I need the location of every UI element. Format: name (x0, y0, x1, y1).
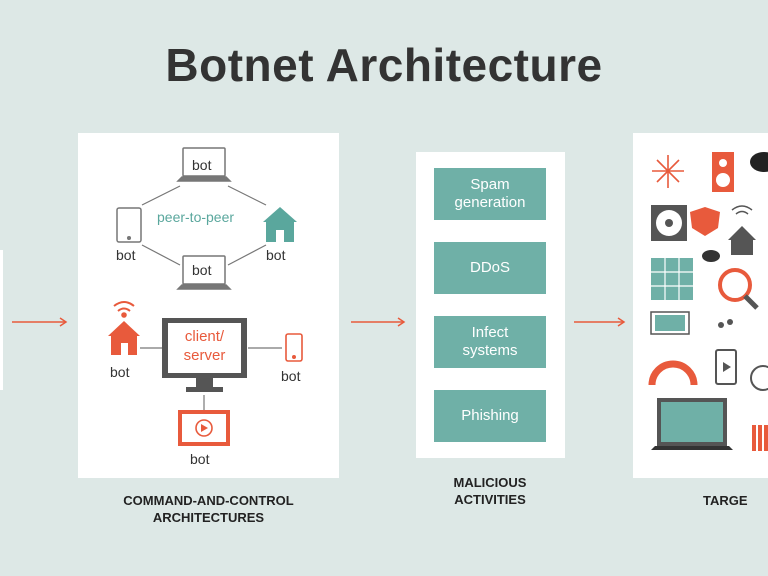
bot-label: bot (110, 364, 130, 380)
arrow-c2-to-malicious-head (397, 317, 406, 327)
page-title: Botnet Architecture (165, 39, 603, 91)
activity-phishing: Phishing (434, 390, 546, 442)
bot-label: bot (192, 262, 212, 278)
p2p-connection-lines (141, 185, 267, 266)
speaker-icon (712, 152, 734, 192)
flow-arrows (12, 317, 626, 327)
activity-spam-generation: Spam generation (434, 168, 546, 220)
phone-icon (715, 349, 737, 385)
bot-label: bot (190, 451, 210, 467)
bot-label: bot (116, 247, 136, 263)
chat-bubble-icon (750, 152, 768, 172)
fan-icon (651, 205, 687, 241)
radiator-icon (752, 425, 768, 451)
wifi-icon (731, 205, 753, 215)
targets-icon-cluster (648, 152, 768, 451)
bot-label: bot (281, 368, 301, 384)
phone-icon (285, 333, 303, 362)
music-note-icon (718, 319, 733, 328)
bot-label: bot (192, 157, 212, 173)
caption-command-and-control: COMMAND-AND-CONTROL ARCHITECTURES (123, 493, 294, 525)
client-server-label: client/ server (183, 328, 226, 364)
clock-icon (750, 365, 768, 391)
house-icon (728, 226, 756, 255)
laptop-icon (651, 398, 733, 450)
bot-label: bot (266, 247, 286, 263)
arrow-malicious-to-targets-head (617, 317, 626, 327)
gauge-icon (648, 360, 698, 386)
monitor-icon (162, 318, 247, 392)
solar-panel-icon (651, 258, 693, 300)
tablet-icon (116, 207, 142, 243)
laptop-icon (176, 255, 232, 290)
money-icon (650, 311, 690, 335)
arrow-into-c2-head (59, 317, 68, 327)
caption-targets: TARGE (703, 493, 748, 508)
video-player-icon (178, 410, 230, 446)
cloud-icon (702, 250, 720, 262)
activity-infect-systems: Infect systems (434, 316, 546, 368)
house-icon (108, 321, 140, 355)
client-server-connection-lines (140, 347, 282, 410)
laptop-icon (176, 147, 232, 182)
shield-icon (690, 207, 720, 236)
magnifier-icon (718, 268, 759, 310)
caption-malicious-activities: MALICIOUS ACTIVITIES (453, 475, 527, 507)
sun-icon (652, 155, 684, 188)
activity-ddos: DDoS (434, 242, 546, 294)
left-panel-edge (0, 250, 3, 390)
house-icon (263, 207, 297, 242)
peer-to-peer-label: peer-to-peer (157, 209, 235, 225)
wifi-icon (113, 301, 135, 318)
